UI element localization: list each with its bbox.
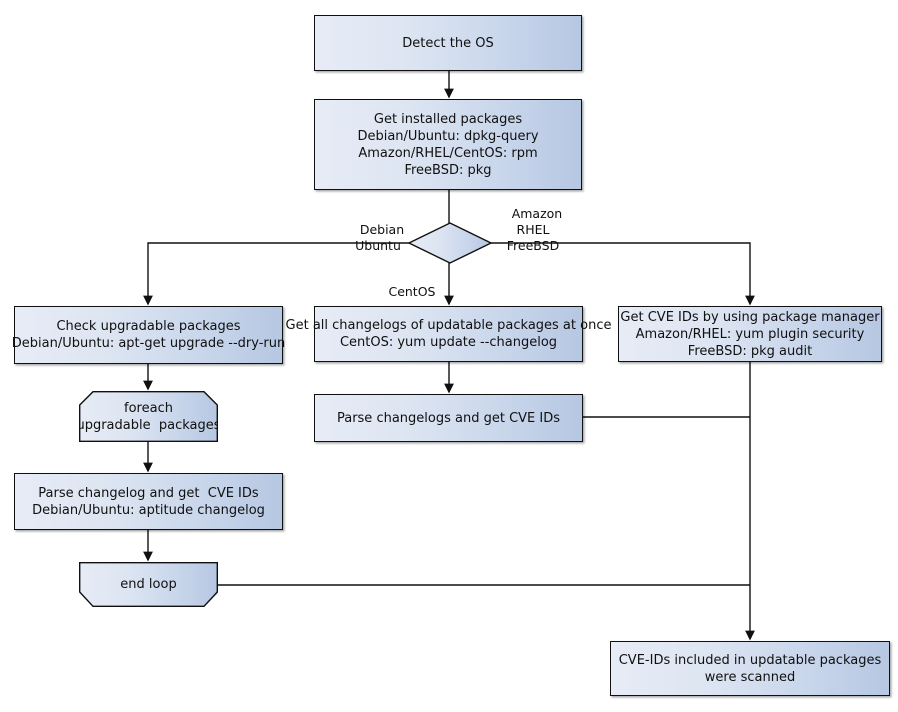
edge-label-amazon-rhel-freebsd-text: Amazon RHEL FreeBSD xyxy=(506,206,563,253)
node-os-decision[interactable] xyxy=(406,220,494,266)
node-get-all-changelogs[interactable]: Get all changelogs of updatable packages… xyxy=(286,306,611,362)
node-detect-os[interactable]: Detect the OS xyxy=(314,15,582,71)
node-parse-changelog-get-cve-ids-label: Parse changelog and get CVE IDs Debian/U… xyxy=(32,485,265,518)
node-foreach-upgradable-packages[interactable]: foreach upgradable packages xyxy=(79,391,218,442)
edge-decision-right xyxy=(491,242,755,306)
node-parse-changelog-get-cve-ids[interactable]: Parse changelog and get CVE IDs Debian/U… xyxy=(14,473,283,530)
decision-diamond-shape xyxy=(407,222,493,264)
edge-label-debian-ubuntu: Debian Ubuntu xyxy=(343,206,413,254)
edge-label-centos: CentOS xyxy=(378,268,438,300)
node-parse-changelogs-get-cve-ids-label: Parse changelogs and get CVE IDs xyxy=(336,410,561,426)
node-check-upgradable-packages[interactable]: Check upgradable packages Debian/Ubuntu:… xyxy=(11,306,286,364)
node-get-cve-ids-package-manager[interactable]: Get CVE IDs by using package manager Ama… xyxy=(618,306,882,362)
node-check-upgradable-packages-label: Check upgradable packages Debian/Ubuntu:… xyxy=(11,319,286,351)
node-foreach-upgradable-packages-label: foreach upgradable packages xyxy=(76,400,221,433)
edge-label-amazon-rhel-freebsd: Amazon RHEL FreeBSD xyxy=(492,190,574,254)
node-get-all-changelogs-label: Get all changelogs of updatable packages… xyxy=(285,318,612,350)
edge-decision-left xyxy=(143,242,409,306)
node-parse-changelogs-get-cve-ids[interactable]: Parse changelogs and get CVE IDs xyxy=(314,394,583,442)
node-get-installed-packages[interactable]: Get installed packages Debian/Ubuntu: dp… xyxy=(314,99,582,190)
node-scan-complete[interactable]: CVE-IDs included in updatable packages w… xyxy=(610,641,890,696)
node-end-loop-label: end loop xyxy=(120,577,177,592)
edge-label-centos-text: CentOS xyxy=(388,284,436,299)
node-get-installed-packages-label: Get installed packages Debian/Ubuntu: dp… xyxy=(357,111,539,178)
node-scan-complete-label: CVE-IDs included in updatable packages w… xyxy=(618,652,882,685)
node-detect-os-label: Detect the OS xyxy=(402,35,494,51)
node-end-loop[interactable]: end loop xyxy=(79,562,218,607)
node-get-cve-ids-package-manager-label: Get CVE IDs by using package manager Ama… xyxy=(620,309,880,359)
edge-label-debian-ubuntu-text: Debian Ubuntu xyxy=(355,222,405,253)
